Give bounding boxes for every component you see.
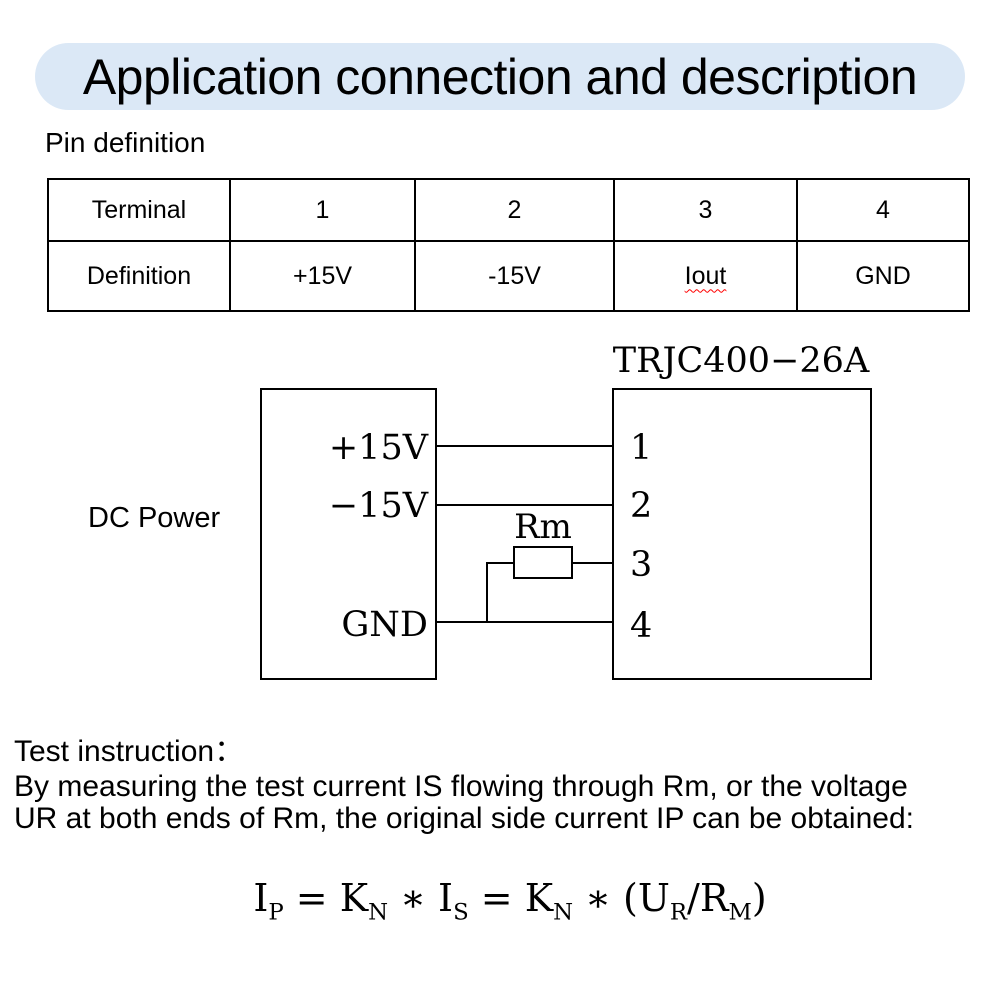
table-row-definition: Definition +15V -15V Iout GND <box>47 240 970 312</box>
test-instruction-heading: Test instruction： <box>14 735 245 768</box>
wire-resistor-left-lead <box>486 562 515 564</box>
iout-value: Iout <box>684 261 727 290</box>
formula-part: /RM <box>687 876 752 926</box>
section-heading-pin-definition: Pin definition <box>45 127 206 158</box>
table-cell-definition-2: -15V <box>414 240 615 312</box>
table-row-terminal: Terminal 1 2 3 4 <box>47 178 970 242</box>
formula-part: KN <box>524 876 574 926</box>
formula-part: ∗ <box>388 876 439 920</box>
formula-part: ∗ ( <box>573 876 638 920</box>
formula-part: IP <box>253 876 284 926</box>
test-instruction-paragraph: By measuring the test current IS flowing… <box>14 771 914 834</box>
device-pin-2: 2 <box>630 486 653 526</box>
wire-plus15v-to-pin1 <box>437 445 612 447</box>
table-cell-terminal-2: 2 <box>414 178 615 242</box>
connection-diagram: TRJC400−26A DC Power +15V −15V GND 1 2 3… <box>0 330 1000 702</box>
formula-part: KN <box>339 876 389 926</box>
device-pin-3: 3 <box>630 545 653 585</box>
source-pin-plus15v: +15V <box>328 428 428 468</box>
table-cell-definition-3: Iout <box>613 240 798 312</box>
wire-gnd-to-pin4 <box>437 621 612 623</box>
resistor-rm <box>513 546 573 579</box>
transducer-box <box>612 388 872 680</box>
formula-part: = <box>283 876 340 920</box>
formula-part: = <box>468 876 525 920</box>
page-title-banner: Application connection and description <box>35 43 965 110</box>
resistor-rm-label: Rm <box>514 507 572 547</box>
wire-minus15v-to-pin2 <box>437 504 612 506</box>
table-cell-terminal-1: 1 <box>229 178 416 242</box>
table-cell-terminal-3: 3 <box>613 178 798 242</box>
table-cell-definition-1: +15V <box>229 240 416 312</box>
dc-power-label: DC Power <box>88 502 221 534</box>
formula-part: ) <box>751 876 767 920</box>
table-cell-terminal-4: 4 <box>796 178 970 242</box>
device-model-label: TRJC400−26A <box>612 341 870 381</box>
source-pin-gnd: GND <box>341 605 428 645</box>
table-cell-terminal-label: Terminal <box>47 178 231 242</box>
formula-part: IS <box>438 876 469 926</box>
device-pin-4: 4 <box>630 606 653 646</box>
dc-power-box <box>260 388 437 680</box>
pin-definition-table: Terminal 1 2 3 4 Definition +15V -15V Io… <box>47 178 970 312</box>
wire-resistor-to-gnd <box>486 562 488 623</box>
table-cell-definition-4: GND <box>796 240 970 312</box>
current-formula: IP = KN ∗ IS = KN ∗ (UR/RM) <box>10 872 1000 939</box>
formula-part: UR <box>637 876 688 926</box>
wire-resistor-to-pin3 <box>571 562 612 564</box>
source-pin-minus15v: −15V <box>328 486 428 526</box>
table-cell-definition-label: Definition <box>47 240 231 312</box>
page-title: Application connection and description <box>82 48 918 105</box>
device-pin-1: 1 <box>630 428 653 468</box>
instruction-line-2: UR at both ends of Rm, the original side… <box>14 801 914 835</box>
instruction-line-1: By measuring the test current IS flowing… <box>14 770 908 803</box>
